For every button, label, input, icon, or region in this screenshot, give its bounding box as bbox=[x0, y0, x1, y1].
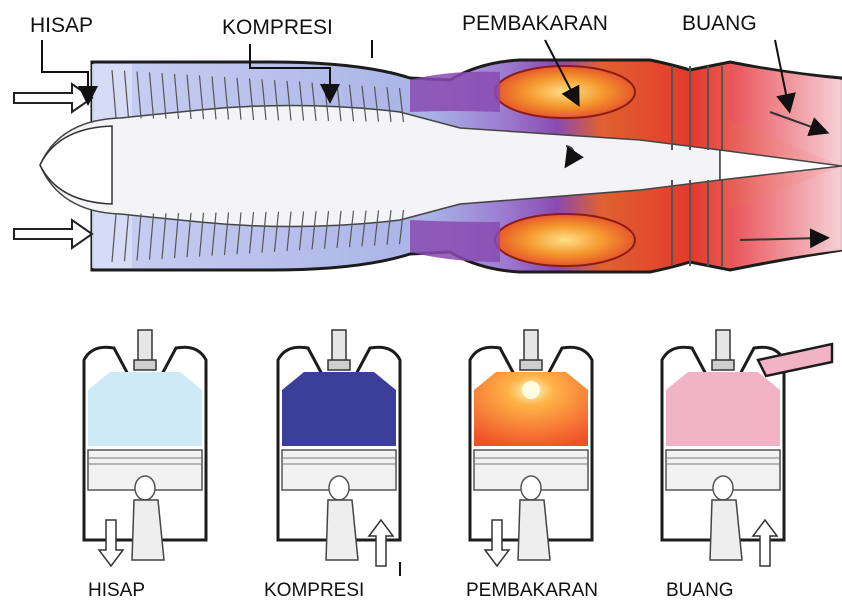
intake-arrow-top bbox=[14, 84, 92, 112]
stroke-label: KOMPRESI bbox=[264, 580, 364, 601]
piston-pin bbox=[713, 476, 733, 500]
spark-plug-base bbox=[520, 360, 542, 370]
connecting-rod bbox=[326, 500, 358, 560]
chamber-gas bbox=[282, 372, 396, 446]
duct-bottom bbox=[410, 220, 500, 262]
connecting-rod bbox=[518, 500, 550, 560]
hisap-pointer bbox=[42, 40, 88, 96]
stroke-panel: PEMBAKARAN bbox=[466, 330, 598, 601]
spark-plug-base bbox=[712, 360, 734, 370]
combustor-bottom bbox=[495, 214, 635, 266]
turbine-label-compression: KOMPRESI bbox=[222, 16, 333, 39]
turbine-engine: HISAP KOMPRESI PEMBAKARAN BUANG bbox=[14, 12, 842, 272]
stroke-label: BUANG bbox=[666, 580, 734, 601]
piston-strokes: HISAP KOMPRESI PEMBAKARAN BUANG bbox=[84, 330, 832, 601]
stroke-panel: KOMPRESI bbox=[264, 330, 400, 601]
duct-top bbox=[410, 72, 500, 112]
piston-pin bbox=[135, 476, 155, 500]
intake-arrow-bottom bbox=[14, 220, 92, 248]
spark-flash-icon bbox=[522, 381, 540, 399]
turbine-label-exhaust: BUANG bbox=[682, 12, 757, 35]
chamber-gas bbox=[666, 372, 780, 446]
connecting-rod bbox=[710, 500, 742, 560]
spark-plug-base bbox=[134, 360, 156, 370]
connecting-rod bbox=[132, 500, 164, 560]
spark-plug-base bbox=[328, 360, 350, 370]
piston-pin bbox=[329, 476, 349, 500]
piston-pin bbox=[521, 476, 541, 500]
stroke-panel: BUANG bbox=[662, 330, 832, 601]
turbine-label-intake: HISAP bbox=[30, 14, 93, 37]
stroke-label: PEMBAKARAN bbox=[466, 580, 598, 601]
combustor-top bbox=[495, 66, 635, 118]
stroke-panel: HISAP bbox=[84, 330, 206, 601]
nose-cone bbox=[40, 126, 112, 204]
stroke-label: HISAP bbox=[88, 580, 145, 601]
turbine-label-combustion: PEMBAKARAN bbox=[462, 12, 608, 35]
chamber-gas bbox=[88, 372, 202, 446]
